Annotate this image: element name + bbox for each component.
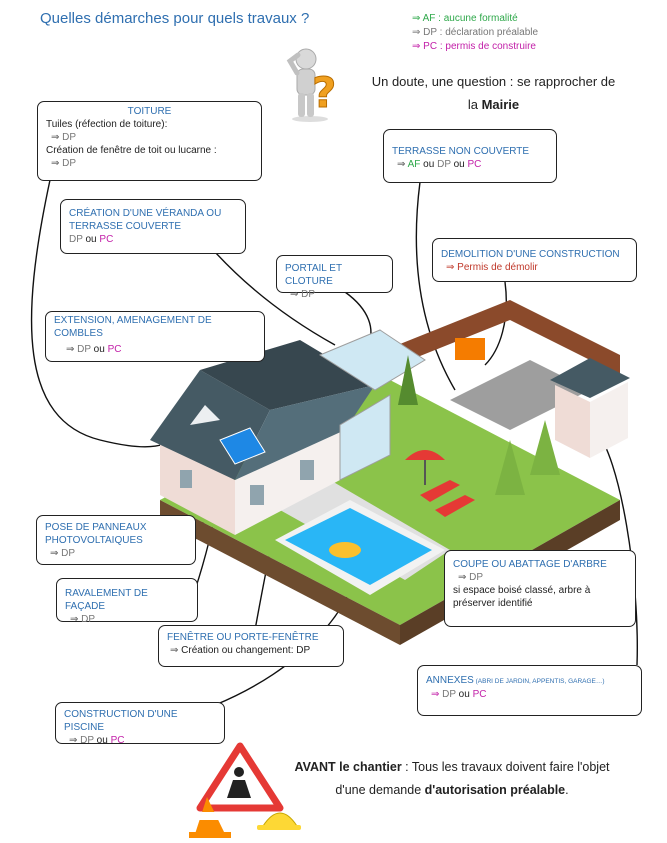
box-ravalement: RAVALEMENT DE FAÇADE ⇒ DP	[56, 578, 198, 625]
box-veranda: CRÉATION D'UNE VÉRANDA OU TERRASSE COUVE…	[60, 199, 246, 254]
legend: ⇒ AF : aucune formalité ⇒ DP : déclarati…	[412, 12, 538, 54]
bottom-notice: AVANT le chantier : Tous les travaux doi…	[294, 760, 610, 797]
box-panneaux: POSE DE PANNEAUX PHOTOVOLTAIQUES ⇒ DP	[36, 515, 196, 565]
box-terrasse: TERRASSE NON COUVERTE ⇒ AF ou DP ou PC	[383, 129, 557, 183]
svg-text:?: ?	[312, 68, 336, 117]
question-text: Un doute, une question : se rapprocher d…	[371, 74, 616, 112]
box-demolition: DEMOLITION D'UNE CONSTRUCTION ⇒ Permis d…	[432, 238, 637, 282]
box-portail: PORTAIL ET CLOTURE ⇒ DP	[276, 255, 393, 300]
box-piscine: CONSTRUCTION D'UNE PISCINE ⇒ DP ou PC	[55, 702, 225, 746]
page-title: Quelles démarches pour quels travaux ?	[40, 10, 310, 27]
box-annexes: ANNEXES (ABRI DE JARDIN, APPENTIS, GARAG…	[417, 665, 642, 716]
box-toiture: TOITURE Tuiles (réfection de toiture): ⇒…	[37, 101, 262, 181]
box-extension: EXTENSION, AMENAGEMENT DE COMBLES ⇒ DP o…	[45, 311, 265, 362]
thinking-person-icon: ?	[286, 48, 337, 122]
legend-dp: ⇒ DP : déclaration préalable	[412, 27, 539, 38]
legend-pc: ⇒ PC : permis de construire	[412, 41, 536, 52]
box-fenetre: FENÊTRE OU PORTE-FENÊTRE ⇒ Création ou c…	[158, 625, 344, 667]
box-arbre: COUPE OU ABATTAGE D'ARBRE ⇒ DP si espace…	[444, 550, 636, 627]
legend-af: ⇒ AF : aucune formalité	[412, 13, 518, 24]
roadwork-sign-icon	[189, 742, 301, 838]
